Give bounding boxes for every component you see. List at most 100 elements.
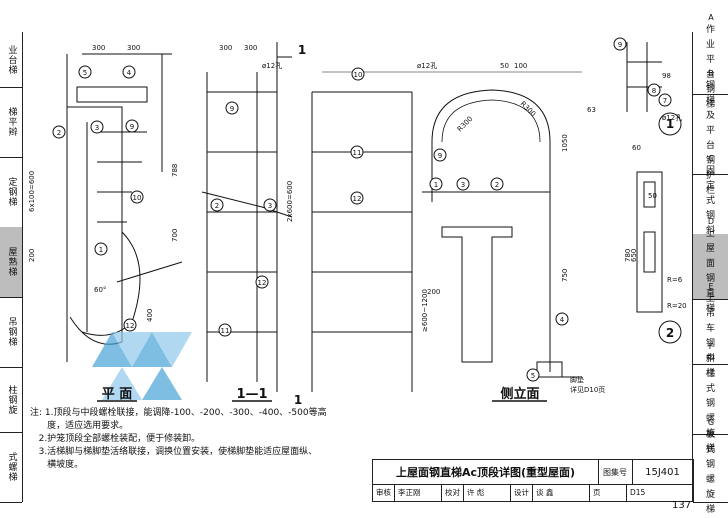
left-tab-5[interactable]: 吊钢梯 bbox=[0, 297, 22, 368]
svg-text:12: 12 bbox=[353, 195, 362, 203]
foot-label: 脚垫 bbox=[570, 375, 584, 384]
balloon: 5 bbox=[526, 368, 540, 382]
balloon: 4 bbox=[555, 312, 569, 326]
dim-text: 300 bbox=[244, 44, 257, 52]
hole-label: ø12孔 bbox=[262, 62, 282, 70]
checker-name: 许 彪 bbox=[464, 484, 511, 501]
dim-text: 2x600=600 bbox=[286, 181, 294, 222]
balloon: 3 bbox=[263, 198, 277, 212]
dim-text: 788 bbox=[171, 164, 179, 177]
svg-text:11: 11 bbox=[221, 327, 230, 335]
balloon: 1 bbox=[94, 242, 108, 256]
side-elevation bbox=[311, 71, 582, 392]
svg-text:10: 10 bbox=[354, 71, 363, 79]
left-tab-label: 屋熟梯 bbox=[6, 247, 17, 277]
balloon: 2 bbox=[52, 125, 66, 139]
note-line: 横坡度。 bbox=[30, 460, 84, 470]
left-tab-label: 定钢梯 bbox=[6, 177, 17, 207]
svg-text:4: 4 bbox=[127, 69, 132, 77]
svg-text:9: 9 bbox=[130, 123, 134, 131]
svg-text:5: 5 bbox=[83, 69, 87, 77]
check-label: 校对 bbox=[442, 484, 464, 501]
svg-text:4: 4 bbox=[560, 316, 565, 324]
dim-text: 400 bbox=[146, 309, 154, 322]
svg-text:10: 10 bbox=[133, 194, 142, 202]
svg-text:8: 8 bbox=[652, 87, 656, 95]
svg-text:1: 1 bbox=[434, 181, 438, 189]
svg-text:12: 12 bbox=[126, 322, 135, 330]
dim-text: 6x100=600 bbox=[28, 171, 36, 212]
left-tab-1[interactable]: 业台梯 bbox=[0, 32, 22, 88]
dim-text: 200 bbox=[427, 288, 440, 296]
radius-label: R300 bbox=[456, 115, 475, 134]
balloon: 3 bbox=[456, 177, 470, 191]
left-tab-7[interactable]: 式螺梯 bbox=[0, 432, 22, 503]
designer-name: 谈 鑫 bbox=[533, 484, 590, 501]
note-line: 度，适应选用要求。 bbox=[30, 421, 129, 431]
left-tab-label: 业台梯 bbox=[6, 44, 17, 75]
hole-label: ø12孔 bbox=[417, 62, 437, 70]
detail-marker-1: 1 bbox=[666, 117, 674, 131]
tab-text: 上屋面钢直梯 bbox=[705, 228, 716, 314]
dim-text: 300 bbox=[92, 44, 105, 52]
side-view-title: 侧立面 bbox=[500, 386, 539, 402]
balloon: 2 bbox=[210, 198, 224, 212]
atlas-label: 图集号 bbox=[598, 460, 633, 485]
section-view-title: 1—1 bbox=[236, 387, 267, 402]
svg-text:3: 3 bbox=[268, 202, 272, 210]
section-mark: 1 bbox=[294, 393, 302, 407]
note-line: 3.活梯脚与梯脚垫活络联接，调换位置安装，使梯脚垫能适应屋面纵、 bbox=[30, 447, 318, 457]
svg-text:2: 2 bbox=[57, 129, 61, 137]
angle-label: 60° bbox=[94, 286, 106, 294]
review-label: 审核 bbox=[373, 484, 395, 501]
signature-row: 审核 李正刚 校对 许 彪 设计 谈 鑫 页 D15 bbox=[373, 484, 693, 501]
left-tab-label: 梯平辫 bbox=[6, 107, 17, 137]
tab-letter: A bbox=[708, 13, 714, 22]
dim-text: 300 bbox=[127, 44, 140, 52]
notes-section: 注: 1.顶段与中段螺栓联接，能调降-100、-200、-300、-400、-5… bbox=[30, 407, 370, 472]
balloon: 12 bbox=[350, 191, 364, 205]
balloon: 11 bbox=[350, 145, 364, 159]
page-label: 页 bbox=[590, 484, 627, 501]
drawing-title: 上屋面钢直梯Ac顶段详图(重型屋面) bbox=[373, 460, 599, 485]
dim-text: 780 bbox=[624, 249, 632, 262]
dim-text: 650 bbox=[630, 249, 638, 262]
balloon: 9 bbox=[125, 119, 139, 133]
dim-text: 63 bbox=[587, 106, 596, 114]
svg-text:3: 3 bbox=[461, 181, 465, 189]
section-view bbox=[201, 42, 293, 392]
left-tab-6[interactable]: 柱钢旋 bbox=[0, 367, 22, 433]
dim-text: 200 bbox=[28, 249, 36, 262]
svg-text:9: 9 bbox=[438, 152, 442, 160]
reviewer-name: 李正刚 bbox=[395, 484, 442, 501]
left-tab-label: 吊钢梯 bbox=[6, 317, 17, 347]
right-tab-a[interactable]: A 作业平台钢梯 bbox=[693, 13, 728, 110]
balloon: 12 bbox=[123, 318, 137, 332]
plan-view bbox=[66, 53, 183, 362]
note-line: 2.护笼顶段全部螺栓装配，便于修装卸。 bbox=[30, 434, 201, 444]
left-chapter-tabs: 业台梯 梯平辫 定钢梯 屋熟梯 吊钢梯 柱钢旋 式螺梯 bbox=[0, 32, 23, 503]
left-tab-4[interactable]: 屋熟梯 bbox=[0, 227, 22, 298]
left-tab-label: 式螺梯 bbox=[6, 452, 17, 482]
left-tab-label: 柱钢旋 bbox=[6, 384, 17, 415]
tab-text: 作业平台钢梯 bbox=[705, 25, 716, 110]
balloon: 10 bbox=[130, 190, 144, 204]
left-tab-2[interactable]: 梯平辫 bbox=[0, 87, 22, 158]
tab-text: 上吊车钢斜梯 bbox=[705, 293, 716, 379]
balloon: 9 bbox=[433, 148, 447, 162]
balloon: 9 bbox=[225, 101, 239, 115]
note-line: 注: 1.顶段与中段螺栓联接，能调降-100、-200、-300、-400、-5… bbox=[30, 408, 327, 418]
svg-text:9: 9 bbox=[230, 105, 234, 113]
radius-label: R=6 bbox=[667, 276, 683, 284]
left-tab-3[interactable]: 定钢梯 bbox=[0, 157, 22, 228]
dim-text: 60 bbox=[632, 144, 641, 152]
technical-drawing: 300 300 300 300 6x100=600 200 788 700 40… bbox=[28, 37, 687, 407]
dim-text: 100 bbox=[514, 62, 527, 70]
balloon: 11 bbox=[218, 323, 232, 337]
page-number: 137 bbox=[672, 500, 692, 511]
